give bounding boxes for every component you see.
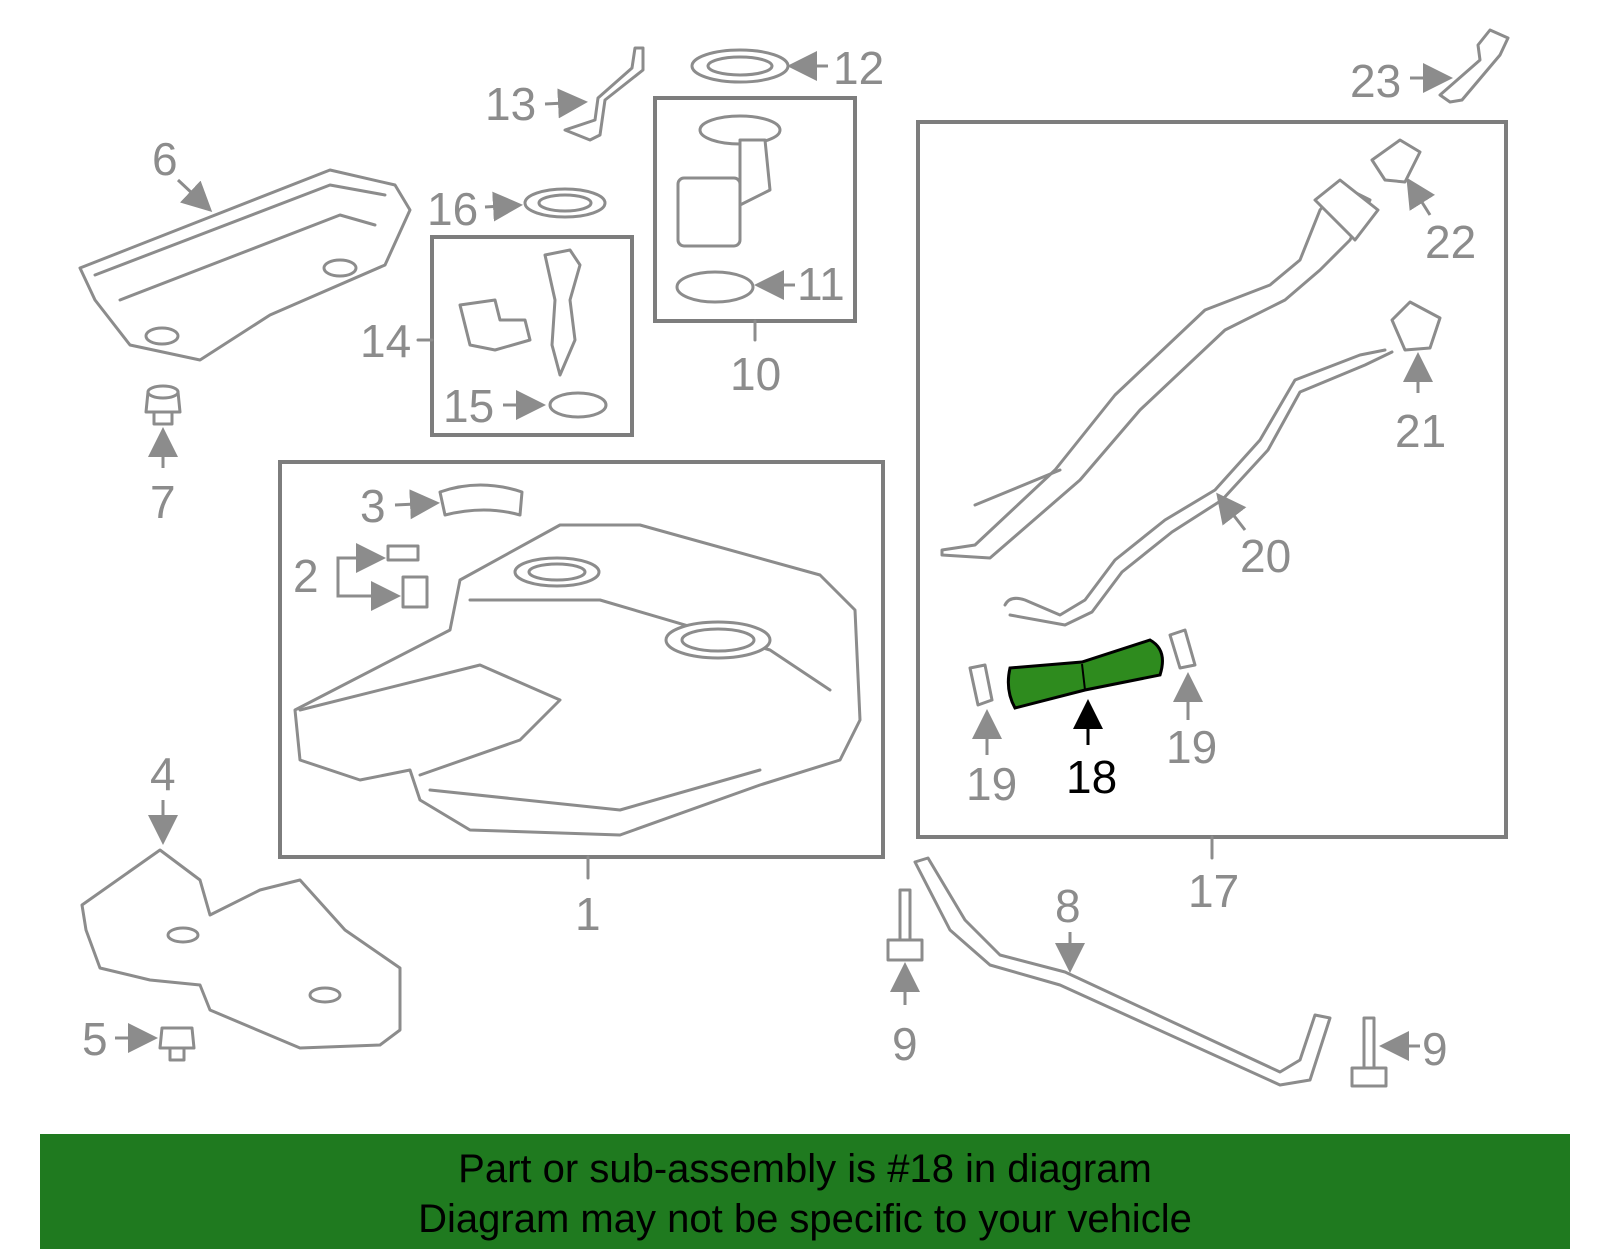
part-21-valve [1390,300,1442,352]
part-17-filler-pipe [940,183,1372,560]
part-14-sender [458,248,582,377]
part-23-cap [1438,28,1510,104]
callout-3: 3 [360,480,386,532]
part-18-hose-highlighted [1006,638,1164,710]
callout-23: 23 [1350,55,1401,107]
part-4-heat-shield [80,848,402,1050]
part-19-clamp-left [968,663,994,707]
info-banner: Part or sub-assembly is #18 in diagram D… [40,1134,1570,1249]
callout-9-left: 9 [892,1018,918,1070]
callout-5: 5 [82,1013,108,1065]
callout-22: 22 [1425,216,1476,268]
part-8-strap [913,856,1332,1087]
callout-18: 18 [1066,751,1117,803]
part-5-nut [158,1026,196,1062]
callout-4: 4 [150,748,176,800]
part-19-clamp-right [1168,628,1197,670]
callout-2: 2 [293,550,319,602]
callout-7: 7 [150,476,176,528]
callout-15: 15 [443,380,494,432]
assembly-box-1 [278,460,885,859]
part-6-shield [78,168,412,362]
callout-9-right: 9 [1422,1023,1448,1075]
callout-19-left: 19 [966,758,1017,810]
callout-1: 1 [575,888,601,940]
callout-19-right: 19 [1166,721,1217,773]
callout-17: 17 [1188,865,1239,917]
part-3-pad [438,483,524,517]
part-11-o-ring [675,270,755,304]
callout-13: 13 [485,78,536,130]
banner-line-1: Part or sub-assembly is #18 in diagram [458,1147,1152,1191]
part-10-fuel-pump [676,114,782,248]
part-7-nut [144,384,182,426]
banner-line-2: Diagram may not be specific to your vehi… [418,1197,1192,1241]
part-20-vent-tube [1003,348,1387,617]
part-9-bolt-right [1350,1016,1388,1088]
part-16-lock-ring [523,187,607,219]
part-13-bracket [563,46,645,142]
part-15-gasket [548,391,608,419]
callout-14: 14 [360,315,411,367]
assembly-box-14 [430,235,634,437]
callout-6: 6 [152,133,178,185]
callout-8: 8 [1055,880,1081,932]
part-9-bolt-left [886,888,924,962]
callout-20: 20 [1240,530,1291,582]
callout-11: 11 [797,258,845,310]
callout-10: 10 [730,348,781,400]
part-1-fuel-tank [293,523,862,837]
part-12-lock-ring [690,48,790,84]
part-22-cap [1370,138,1422,184]
callout-12: 12 [833,42,884,94]
callout-21: 21 [1395,405,1446,457]
callout-16: 16 [427,183,478,235]
filler-neck-end [1313,178,1380,242]
part-2-pads [386,544,429,609]
